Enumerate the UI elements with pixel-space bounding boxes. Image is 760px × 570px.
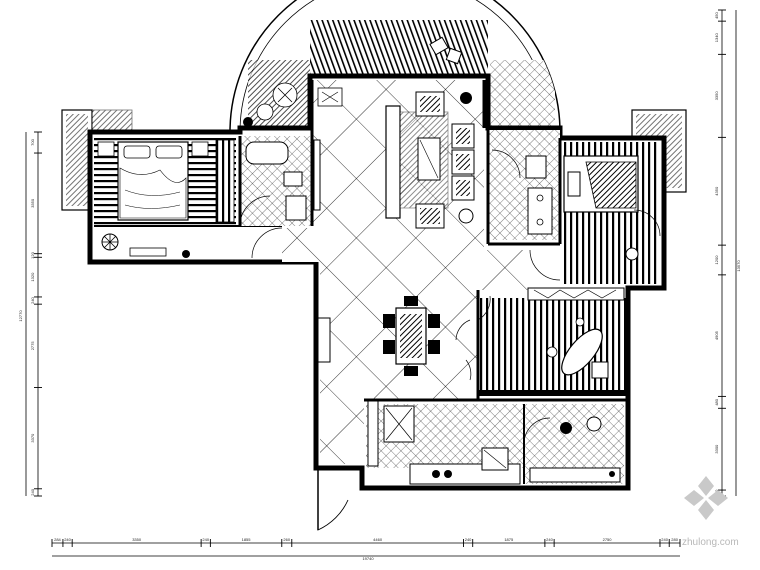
bottom-dimension-label: 1875 [504,537,514,542]
left-dimension-label: 2775 [30,341,35,351]
zhulong-watermark: zhulong.com [682,476,739,548]
bottom-dimension-label: 240 [64,537,71,542]
planter-area [243,82,298,127]
bathroom-right [486,130,560,246]
left-dimension-label: 3350 [30,198,35,208]
utility-room [523,404,624,484]
bottom-total-dimension: 19740 [362,556,374,561]
bottom-dimension-label: 260 [283,537,290,542]
balcony-chair-icon [429,36,463,65]
bottom-dimension-label: 2750 [603,537,613,542]
right-dimension-label: 450 [714,11,719,18]
right-total-dimension: 13570 [736,260,741,272]
left-dimension-line: 700 3350 120 1320 240 2775 3370 240 12770 [18,131,42,497]
right-dimension-label: 1200 [714,255,719,265]
left-bay-window [61,109,133,211]
double-bed-icon [97,141,209,221]
bottom-dimension-label: 240 [465,537,472,542]
right-dimension-label: 4350 [714,186,719,196]
interior-walls [310,80,628,402]
right-dimension-label: 480 [714,398,719,405]
master-bedroom [94,136,282,258]
bottom-dimension-label: 4460 [373,537,383,542]
right-dimension-label: 1340 [714,33,719,43]
right-dimension-label: 4905 [714,330,719,340]
left-dimension-label: 1320 [30,272,35,282]
potted-plant-icon [101,233,119,251]
bathroom-left [238,136,312,227]
watermark-text: zhulong.com [682,537,739,548]
bottom-dimension-label: 1855 [242,537,252,542]
left-dimension-label: 3370 [30,433,35,443]
bottom-dimension-label: 240 [202,537,209,542]
bedroom-lower-right [477,287,626,396]
left-dimension-label: 120 [30,251,35,258]
bottom-dimension-label: 280 [671,537,678,542]
watermark-logo-icon [684,476,728,520]
bedroom-upper-right [529,142,661,284]
entrance-door [317,468,349,531]
living-room-sofa-set [317,87,475,229]
right-dimension-label: 3300 [714,444,719,454]
dining-sideboard [317,317,331,363]
left-dimension-label: 240 [30,296,35,303]
kitchen [366,399,526,485]
right-dimension-label: 3350 [714,91,719,101]
left-dimension-label: 240 [30,488,35,495]
right-dimension-line: 450134033504350120049054803300240 13570 [714,9,741,497]
bottom-dimension-label: 240 [661,537,668,542]
left-dimension-label: 700 [30,138,35,145]
bottom-dimension-label: 284 [54,537,61,542]
door-swings [251,227,472,381]
tv-cabinet [313,139,321,211]
bottom-dimension-label: 240 [546,537,553,542]
dining-table-set [383,296,440,376]
bottom-dimension-label: 3350 [132,537,142,542]
left-total-dimension: 12770 [18,310,23,322]
